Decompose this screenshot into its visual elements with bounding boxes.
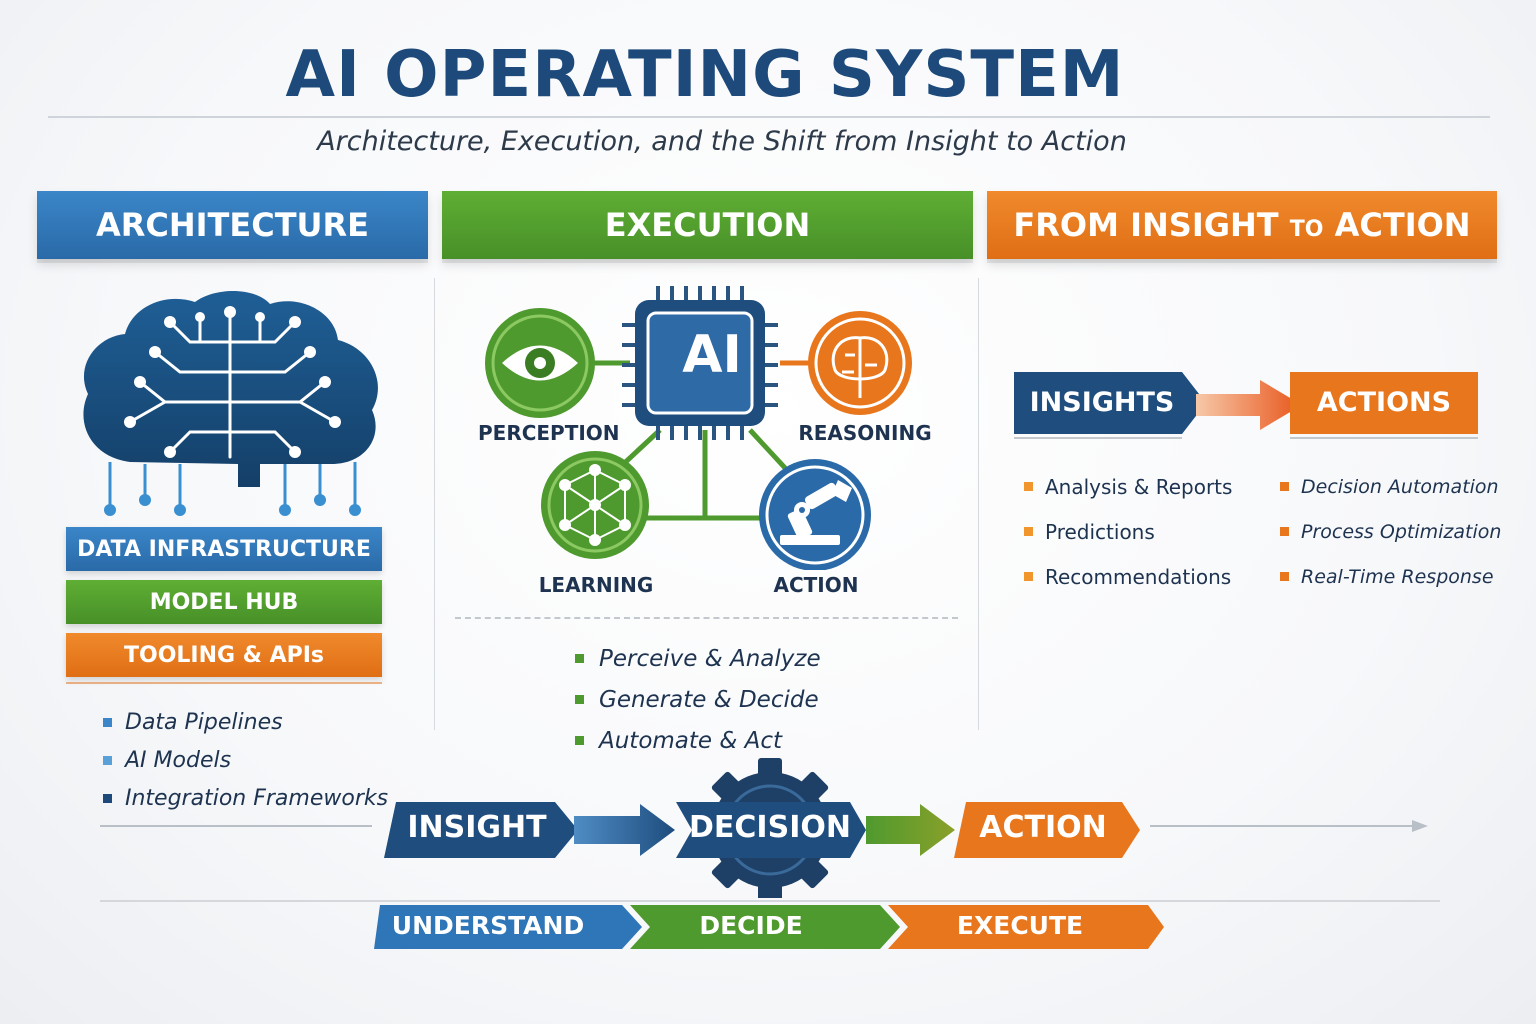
layer-tooling-apis: TOOLING & APIs bbox=[66, 633, 382, 677]
actions-label: ACTIONS bbox=[1316, 387, 1452, 418]
layer-data-infrastructure: DATA INFRASTRUCTURE bbox=[66, 527, 382, 571]
ai-chip-label: AI bbox=[682, 325, 742, 385]
node-action-label: ACTION bbox=[773, 573, 859, 597]
list-item: Process Optimization bbox=[1280, 509, 1501, 554]
list-item: Analysis & Reports bbox=[1024, 464, 1232, 509]
architecture-banner: ARCHITECTURE bbox=[37, 191, 428, 259]
circuit-brain-icon bbox=[83, 290, 378, 516]
phase-divider bbox=[100, 900, 1440, 902]
list-item: Data Pipelines bbox=[103, 703, 388, 741]
node-perception-label: PERCEPTION bbox=[478, 421, 620, 445]
page-subtitle: Architecture, Execution, and the Shift f… bbox=[317, 126, 1127, 157]
actions-bullets: Decision Automation Process Optimization… bbox=[1280, 464, 1501, 599]
list-item: Integration Frameworks bbox=[103, 779, 388, 817]
list-item: Generate & Decide bbox=[575, 679, 821, 720]
insight-action-heading: FROM INSIGHT TO ACTION bbox=[1013, 206, 1471, 244]
list-item: Decision Automation bbox=[1280, 464, 1501, 509]
phase-decide: DECIDE bbox=[699, 911, 803, 940]
stack-divider bbox=[66, 682, 382, 684]
flow-step-action: ACTION bbox=[979, 810, 1107, 845]
insights-actions-arrows bbox=[1014, 372, 1478, 439]
flow-step-decision: DECISION bbox=[689, 810, 851, 845]
title-divider bbox=[48, 116, 1490, 118]
layer-model-hub: MODEL HUB bbox=[66, 580, 382, 624]
execution-bullets: Perceive & Analyze Generate & Decide Aut… bbox=[575, 638, 821, 761]
insights-label: INSIGHTS bbox=[1029, 387, 1175, 418]
flow-step-insight: INSIGHT bbox=[407, 810, 547, 845]
list-item: Recommendations bbox=[1024, 554, 1232, 599]
phase-bar bbox=[374, 905, 1164, 949]
insights-bullets: Analysis & Reports Predictions Recommend… bbox=[1024, 464, 1232, 599]
execution-hub-diagram bbox=[485, 286, 912, 570]
column-divider bbox=[978, 278, 979, 730]
list-item: Perceive & Analyze bbox=[575, 638, 821, 679]
execution-dashed-divider bbox=[455, 617, 958, 619]
list-item: Real-Time Response bbox=[1280, 554, 1501, 599]
node-reasoning-label: REASONING bbox=[798, 421, 932, 445]
phase-understand: UNDERSTAND bbox=[391, 911, 585, 940]
column-divider bbox=[434, 278, 435, 730]
page-title: AI OPERATING SYSTEM bbox=[285, 38, 1125, 112]
list-item: Predictions bbox=[1024, 509, 1232, 554]
node-learning-label: LEARNING bbox=[538, 573, 654, 597]
execution-heading: EXECUTION bbox=[604, 206, 811, 244]
architecture-heading: ARCHITECTURE bbox=[95, 206, 370, 244]
list-item: Automate & Act bbox=[575, 720, 821, 761]
insight-decision-action-flow bbox=[100, 758, 1428, 898]
architecture-bullets: Data Pipelines AI Models Integration Fra… bbox=[103, 703, 388, 817]
execution-banner: EXECUTION bbox=[442, 191, 973, 259]
list-item: AI Models bbox=[103, 741, 388, 779]
phase-execute: EXECUTE bbox=[956, 911, 1084, 940]
insight-action-banner: FROM INSIGHT TO ACTION bbox=[987, 191, 1497, 259]
